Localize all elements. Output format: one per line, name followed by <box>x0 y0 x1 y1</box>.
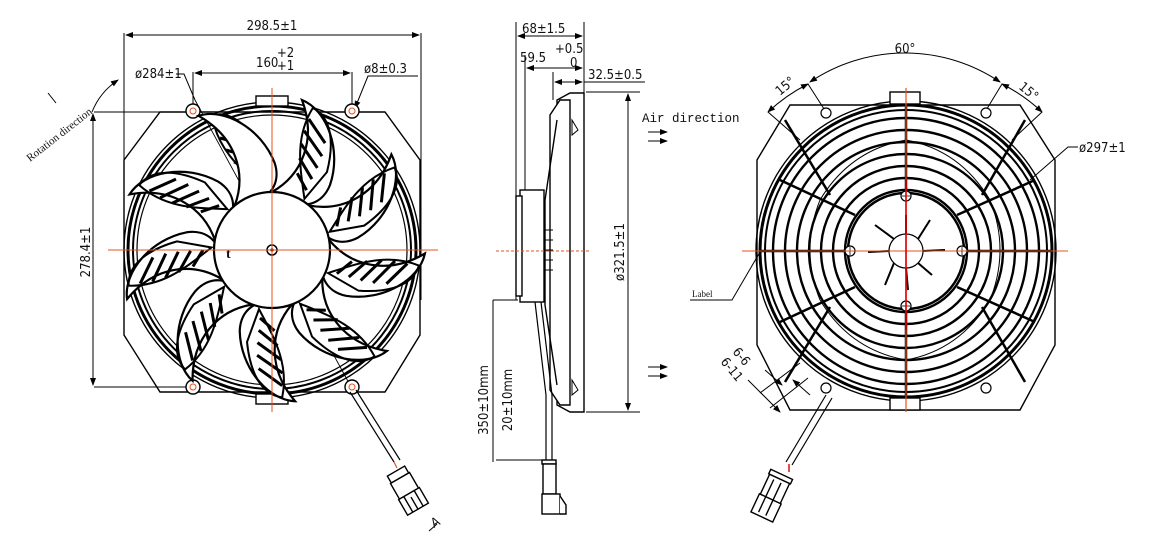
depth-2-dimension: 59.5 <box>520 51 546 66</box>
hole-spacing-tol-lower: +1 <box>277 59 294 74</box>
depth-2-tol-upper: +0.5 <box>555 42 583 57</box>
rotation-direction-label: Rotation direction <box>24 106 95 165</box>
rear-view: 60° 15° 15° <box>690 42 1126 523</box>
overall-depth-dimension: 68±1.5 <box>522 22 565 37</box>
diameter-dimension: ø321.5±1 <box>613 223 628 281</box>
front-view: 298.5±1 160 +2 +1 ø284±1 ø8±0.3 278.4±1 … <box>24 19 442 531</box>
hole-spacing-dimension: 160 <box>256 56 278 71</box>
overall-height-dimension: 278.4±1 <box>79 227 94 278</box>
depth-2-tol-lower: 0 <box>570 56 577 71</box>
connector-side <box>541 459 567 515</box>
angle-right: 15° <box>1015 80 1041 105</box>
bolt-circle-dimension: ø284±1 <box>135 67 182 82</box>
angle-main: 60° <box>895 42 916 57</box>
connector-front <box>386 465 430 517</box>
depth-3-dimension: 32.5±0.5 <box>588 68 642 83</box>
label-callout: Label <box>692 289 713 299</box>
lead-length-1: 350±10mm <box>477 365 492 435</box>
hole-spacing-tol-upper: +2 <box>277 46 294 61</box>
side-view: 68±1.5 59.5 +0.5 0 32.5±0.5 ø321.5±1 Air… <box>477 22 740 515</box>
guard-diameter-dimension: ø297±1 <box>1079 141 1126 156</box>
angle-left: 15° <box>773 74 799 99</box>
mount-hole-dimension: ø8±0.3 <box>364 62 407 77</box>
connector-rear <box>750 468 794 523</box>
lead-length-2: 20±10mm <box>501 369 516 431</box>
svg-text:t: t <box>226 247 231 262</box>
overall-width-dimension: 298.5±1 <box>247 19 298 34</box>
air-direction-label: Air direction <box>642 112 740 126</box>
